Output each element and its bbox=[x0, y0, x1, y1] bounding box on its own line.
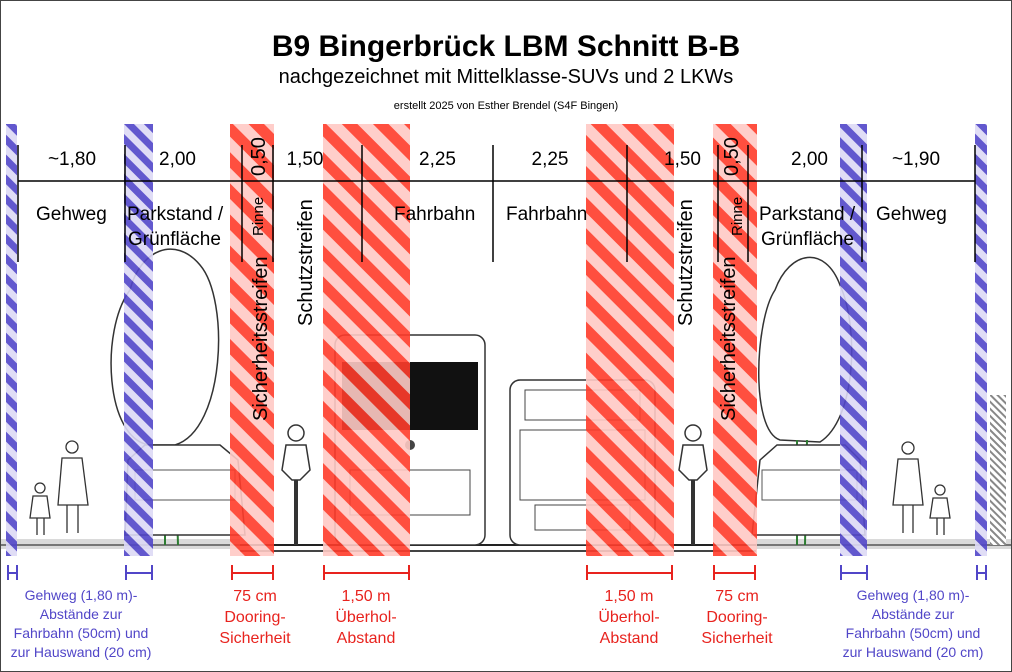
safety-zone-right-overtake bbox=[586, 124, 674, 556]
annotation-text: zur Hauswand (20 cm) bbox=[842, 644, 984, 660]
bracket-marks bbox=[7, 565, 987, 580]
annotation-gehweg-left: Gehweg (1,80 m)- Abstände zur Fahrbahn (… bbox=[0, 586, 162, 662]
lane-fahrbahn-right: Fahrbahn bbox=[506, 204, 588, 225]
sidewalk-edge-left-inner bbox=[124, 124, 153, 556]
lane-fahrbahn-left: Fahrbahn bbox=[394, 204, 476, 225]
annotation-text: Überhol- bbox=[598, 609, 660, 626]
lane-parkstand-left-1: Parkstand / bbox=[127, 204, 224, 225]
annotation-text: Sicherheit bbox=[701, 630, 773, 647]
dim-right-buffer: 1,50 bbox=[664, 149, 701, 170]
pedestrians-right bbox=[892, 441, 951, 535]
dim-left-sidewalk: ~1,80 bbox=[47, 149, 97, 170]
annotation-text: Sicherheit bbox=[219, 630, 291, 647]
annotation-text: Gehweg (1,80 m)- bbox=[856, 587, 970, 603]
dim-left-lane: 2,25 bbox=[419, 149, 456, 170]
annotation-ueberhol-left: 1,50 m Überhol- Abstand bbox=[311, 586, 421, 649]
annotation-text: 1,50 m bbox=[341, 588, 391, 605]
lane-parkstand-left-2: Grünfläche bbox=[128, 229, 221, 250]
dim-right-sidewalk: ~1,90 bbox=[891, 149, 941, 170]
cyclist-left bbox=[281, 424, 311, 545]
annotation-dooring-left: 75 cm Dooring- Sicherheit bbox=[200, 586, 310, 649]
sidewalk-edge-right-outer bbox=[975, 124, 987, 556]
cyclist-right bbox=[678, 424, 708, 545]
annotation-gehweg-right: Gehweg (1,80 m)- Abstände zur Fahrbahn (… bbox=[832, 586, 994, 662]
dim-left-buffer: 1,50 bbox=[286, 149, 324, 170]
pedestrians-left bbox=[29, 440, 89, 535]
page-subtitle: nachgezeichnet mit Mittelklasse-SUVs und… bbox=[278, 66, 734, 88]
lane-gehweg-right: Gehweg bbox=[876, 204, 947, 225]
building-wall bbox=[990, 395, 1006, 545]
safety-zone-left-dooring bbox=[230, 124, 274, 556]
annotation-dooring-right: 75 cm Dooring- Sicherheit bbox=[682, 586, 792, 649]
annotation-ueberhol-right: 1,50 m Überhol- Abstand bbox=[574, 586, 684, 649]
safety-zone-left-overtake bbox=[323, 124, 410, 556]
annotation-text: 75 cm bbox=[233, 588, 277, 605]
safety-zone-right-dooring bbox=[713, 124, 757, 556]
lane-parkstand-right-2: Grünfläche bbox=[761, 229, 854, 250]
dim-right-lane: 2,25 bbox=[531, 149, 569, 170]
annotation-text: 1,50 m bbox=[604, 588, 654, 605]
page-title: B9 Bingerbrück LBM Schnitt B-B bbox=[271, 30, 741, 63]
annotation-text: 75 cm bbox=[715, 588, 759, 605]
dimension-line bbox=[17, 145, 976, 262]
annotation-text: Fahrbahn (50cm) und bbox=[13, 625, 149, 641]
annotation-text: zur Hauswand (20 cm) bbox=[10, 644, 152, 660]
annotation-text: Gehweg (1,80 m)- bbox=[24, 587, 138, 603]
sidewalk-edge-left-outer bbox=[6, 124, 17, 556]
lane-parkstand-right-1: Parkstand / bbox=[759, 204, 856, 225]
annotation-text: Abstand bbox=[599, 630, 659, 647]
annotation-text: Fahrbahn (50cm) und bbox=[845, 625, 981, 641]
annotation-text: Abstände zur bbox=[871, 606, 955, 622]
annotation-text: Dooring- bbox=[706, 609, 768, 626]
dim-left-parking: 2,00 bbox=[159, 149, 196, 170]
annotation-text: Abstand bbox=[336, 630, 396, 647]
credit-line: erstellt 2025 von Esther Brendel (S4F Bi… bbox=[393, 100, 619, 112]
lane-gehweg-left: Gehweg bbox=[36, 204, 107, 225]
dim-right-parking: 2,00 bbox=[791, 149, 828, 170]
annotation-text: Dooring- bbox=[224, 609, 286, 626]
annotation-text: Überhol- bbox=[335, 609, 397, 626]
annotation-text: Abstände zur bbox=[39, 606, 123, 622]
